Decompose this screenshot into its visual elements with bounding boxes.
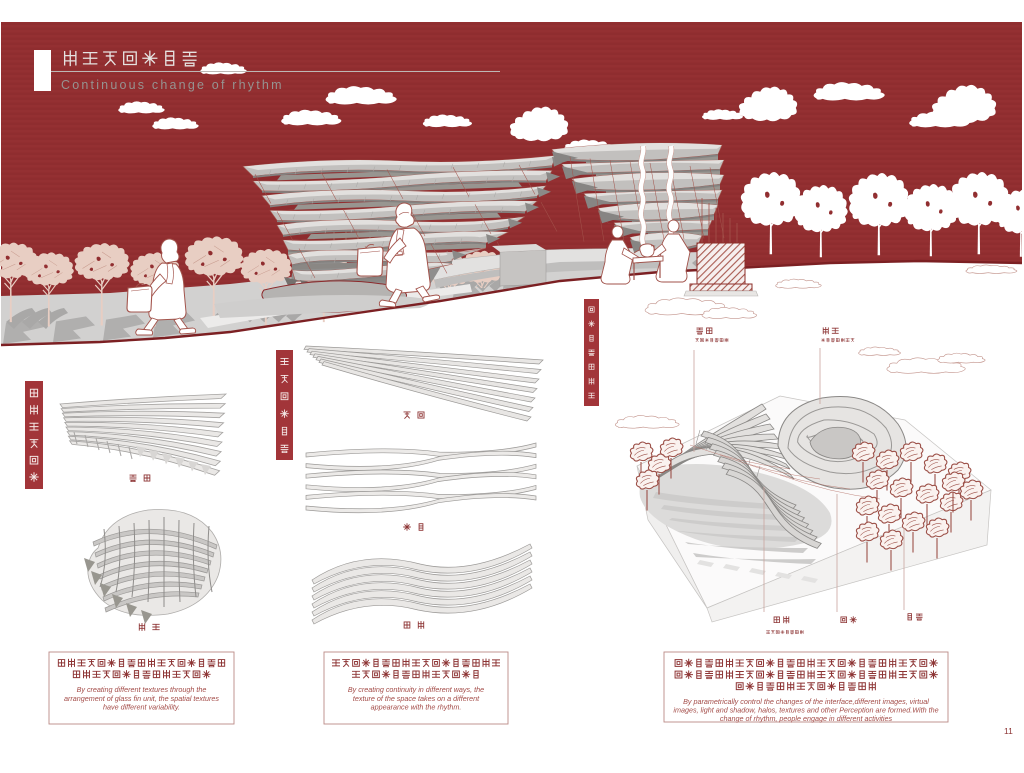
svg-text:Continuous change of rhythm: Continuous change of rhythm [61,78,284,92]
svg-text:appearance with the rhythm.: appearance with the rhythm. [371,703,462,712]
svg-text:change of rhythm, people engag: change of rhythm, people engage in diffe… [720,714,893,723]
svg-text:have different variability.: have different variability. [103,703,180,712]
svg-text:images, light and shadow, halo: images, light and shadow, halos, texture… [673,706,938,715]
svg-text:By parametrically control the: By parametrically control the changes of… [683,697,929,706]
svg-text:By creating continuity in diff: By creating continuity in different ways… [348,685,484,694]
svg-text:texture of the space takes on: texture of the space takes on a differen… [353,694,480,703]
svg-text:By creating different textures: By creating different textures through t… [77,685,207,694]
svg-text:11: 11 [1004,726,1013,736]
svg-text:arrangement of glass fin unit,: arrangement of glass fin unit, the spati… [64,694,219,703]
